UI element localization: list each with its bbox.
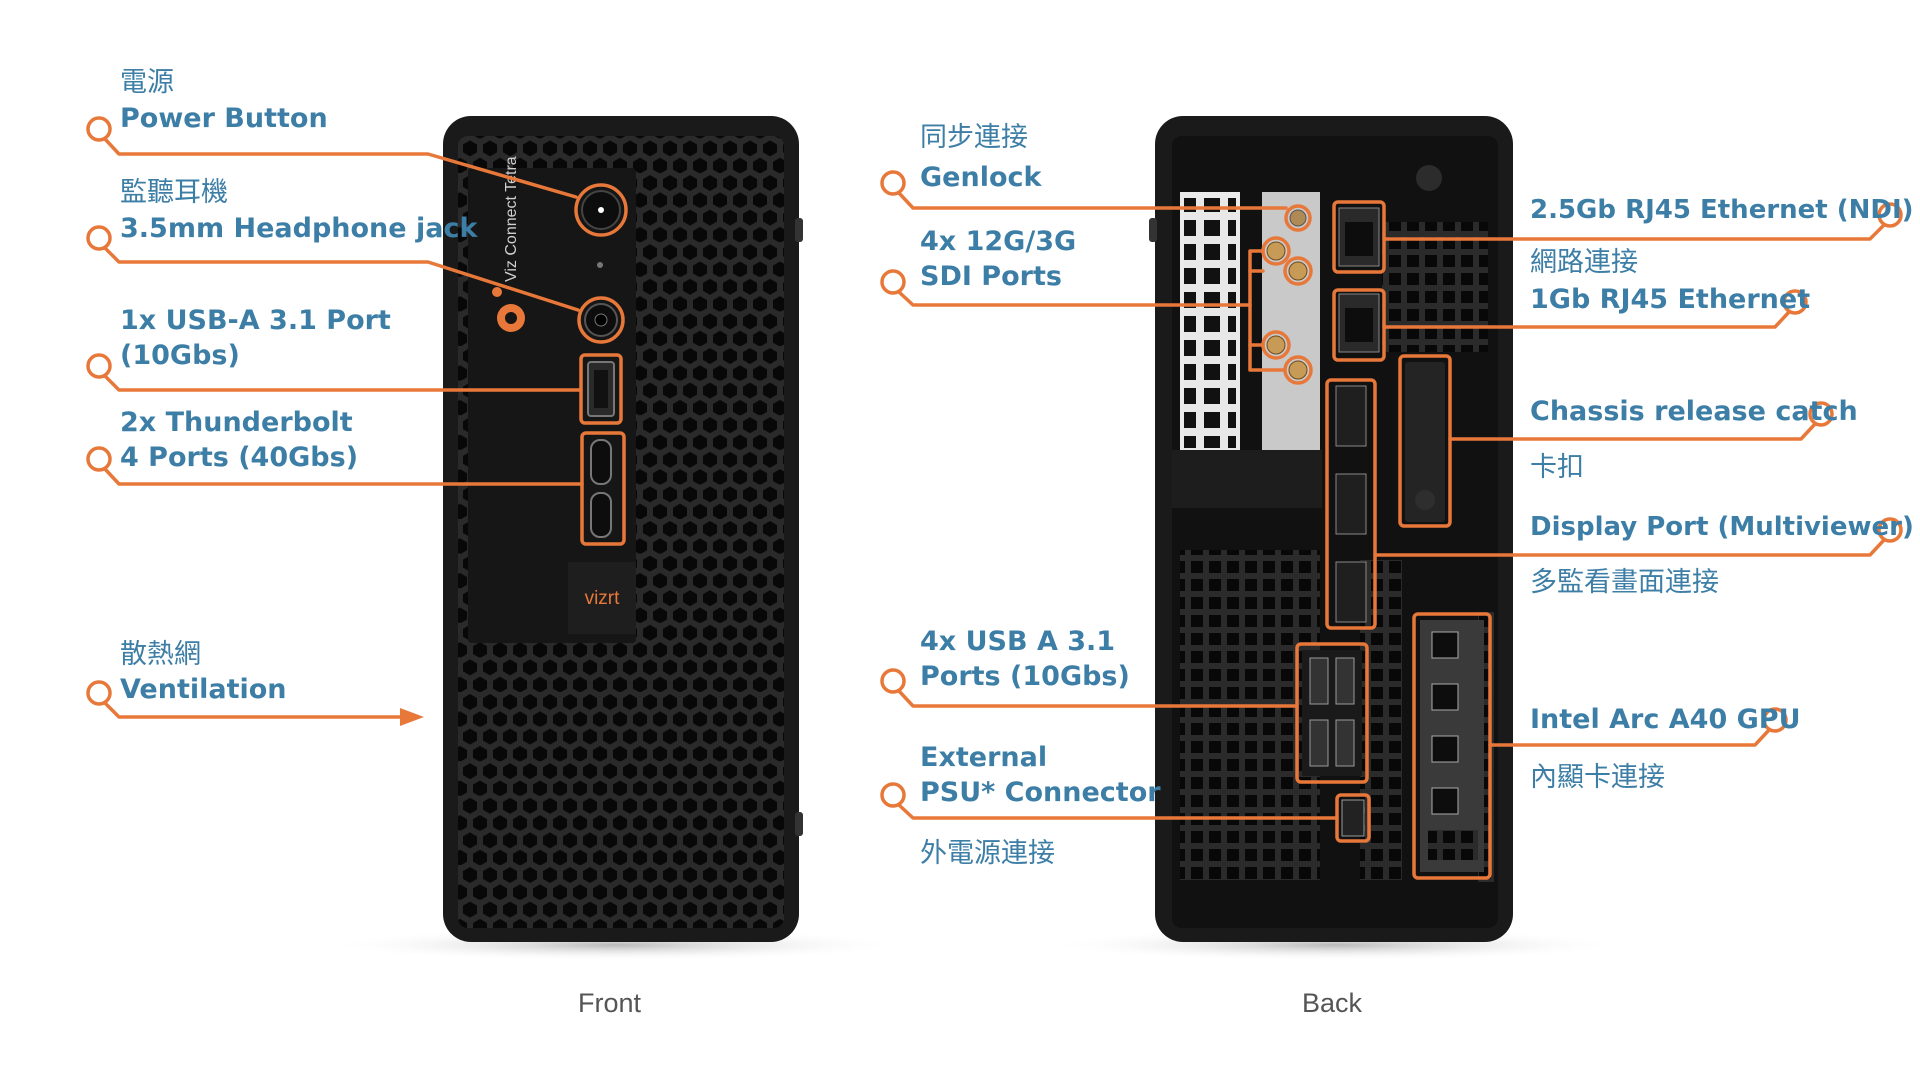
label-gpu-en: Intel Arc A40 GPU — [1530, 704, 1801, 735]
caption-back: Back — [1302, 988, 1363, 1018]
label-psu-en: External — [920, 742, 1048, 773]
front-device: Viz Connect Tetra vizrt — [325, 116, 905, 961]
vizrt-sun-logo — [497, 304, 525, 332]
sdi-card — [1262, 192, 1320, 450]
thunderbolt-port-icon — [590, 439, 612, 485]
caption-front: Front — [578, 988, 642, 1018]
label-eth1-en: 1Gb RJ45 Ethernet — [1530, 284, 1811, 315]
label-usb-back-en2: Ports (10Gbs) — [920, 661, 1130, 692]
label-genlock-en: Genlock — [920, 162, 1042, 193]
label-headphone-en: 3.5mm Headphone jack — [120, 213, 478, 244]
front-highlights — [574, 183, 628, 546]
label-psu-en2: PSU* Connector — [920, 777, 1161, 808]
ventilation-arrow-icon — [400, 708, 424, 726]
back-device — [1045, 116, 1625, 961]
vizrt-badge: vizrt — [585, 588, 621, 609]
label-headphone-zh: 監聽耳機 — [120, 177, 228, 208]
label-dp-zh: 多監看畫面連接 — [1530, 567, 1719, 598]
label-dp-en: Display Port (Multiviewer) — [1530, 512, 1914, 542]
label-genlock-zh: 同步連接 — [920, 122, 1028, 153]
device-vertical-label: Viz Connect Tetra — [503, 156, 520, 282]
label-psu-zh: 外電源連接 — [920, 838, 1055, 869]
leader-lines — [86, 116, 1903, 820]
label-eth-zh: 網路連接 — [1530, 247, 1638, 278]
label-usb-back-en: 4x USB A 3.1 — [920, 626, 1116, 657]
thunderbolt-port-icon — [590, 492, 612, 538]
label-ventilation-en: Ventilation — [120, 674, 287, 705]
label-sdi-en2: SDI Ports — [920, 261, 1062, 292]
label-usb-en: 1x USB-A 3.1 Port — [120, 305, 391, 336]
label-thunderbolt-en2: 4 Ports (40Gbs) — [120, 442, 359, 473]
label-catch-zh: 卡扣 — [1530, 452, 1584, 483]
label-sdi-en: 4x 12G/3G — [920, 226, 1077, 257]
label-thunderbolt-en: 2x Thunderbolt — [120, 407, 353, 438]
label-catch-en: Chassis release catch — [1530, 396, 1858, 427]
label-ventilation-zh: 散熱網 — [120, 639, 201, 670]
label-eth25-en: 2.5Gb RJ45 Ethernet (NDI) — [1530, 195, 1914, 225]
label-usb-en2: (10Gbs) — [120, 340, 240, 371]
label-power-en: Power Button — [120, 103, 328, 134]
label-gpu-zh: 內顯卡連接 — [1530, 762, 1665, 793]
label-power-zh: 電源 — [120, 67, 174, 98]
